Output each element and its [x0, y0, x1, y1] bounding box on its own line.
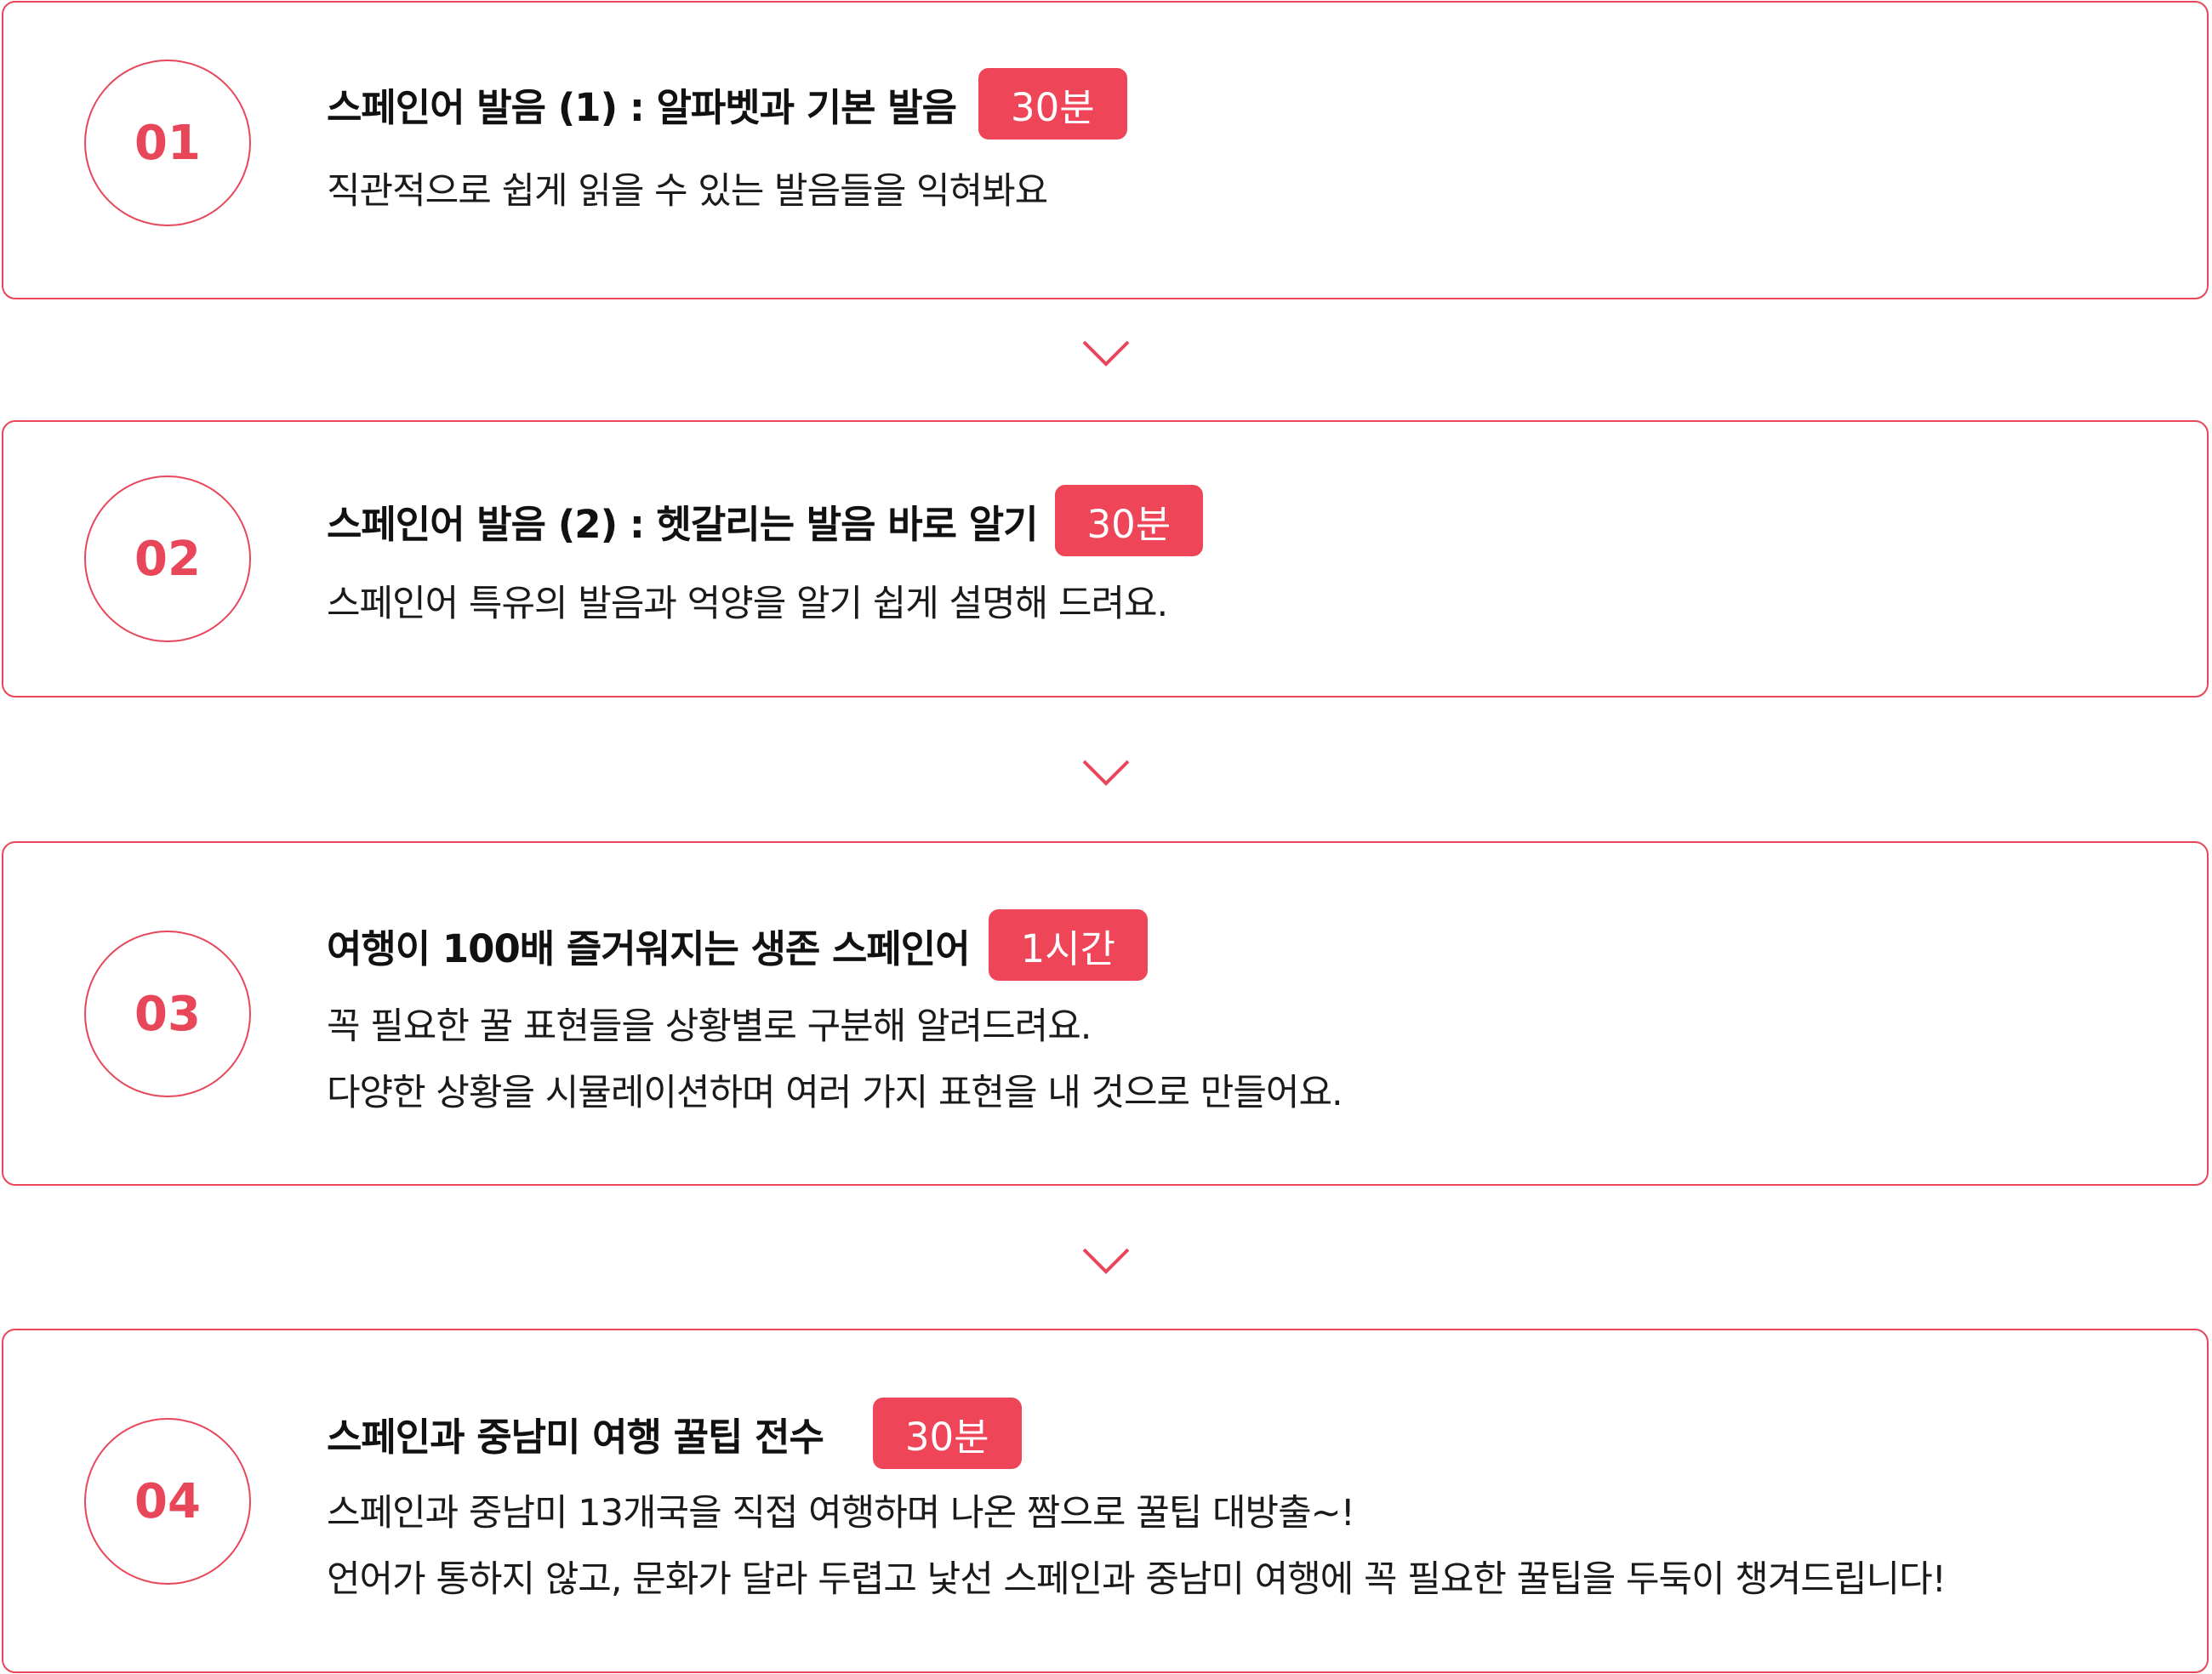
chevron-down-icon: [1082, 1248, 1130, 1274]
chevron-down-icon: [1082, 340, 1130, 367]
step-number-badge: 04: [84, 1418, 251, 1585]
step-title: 여행이 100배 즐거워지는 생존 스페인어: [327, 925, 971, 971]
step-title: 스페인어 발음 (1) : 알파벳과 기본 발음: [327, 84, 957, 130]
step-title: 스페인과 중남미 여행 꿀팁 전수: [327, 1414, 824, 1460]
step-card-3: 03 여행이 100배 즐거워지는 생존 스페인어 1시간 꼭 필요한 꿀 표현…: [2, 841, 2209, 1186]
description-line: 꼭 필요한 꿀 표현들을 상황별로 구분해 알려드려요.: [327, 1005, 1092, 1048]
description-line: 언어가 통하지 않고, 문화가 달라 두렵고 낯선 스페인과 중남미 여행에 꼭…: [327, 1558, 1947, 1601]
duration-badge: 30분: [978, 68, 1127, 140]
step-description: 스페인과 중남미 13개국을 직접 여행하며 나온 짬으로 꿀팁 대방출~! 언…: [327, 1480, 1947, 1613]
description-line: 다양한 상황을 시뮬레이션하며 여러 가지 표현을 내 것으로 만들어요.: [327, 1072, 1343, 1114]
step-number-badge: 02: [84, 475, 251, 642]
description-line: 스페인과 중남미 13개국을 직접 여행하며 나온 짬으로 꿀팁 대방출~!: [327, 1492, 1355, 1534]
step-number: 03: [134, 986, 201, 1042]
step-number: 02: [134, 531, 201, 587]
step-number: 01: [134, 115, 201, 171]
step-card-2: 02 스페인어 발음 (2) : 헷갈리는 발음 바로 알기 30분 스페인어 …: [2, 420, 2209, 698]
duration-badge: 30분: [872, 1398, 1022, 1469]
step-number-badge: 01: [84, 60, 251, 226]
step-description: 꼭 필요한 꿀 표현들을 상황별로 구분해 알려드려요. 다양한 상황을 시뮬레…: [327, 994, 1343, 1126]
step-title-row: 스페인어 발음 (1) : 알파벳과 기본 발음 30분: [327, 68, 1127, 140]
step-title-row: 스페인어 발음 (2) : 헷갈리는 발음 바로 알기 30분: [327, 485, 1204, 556]
step-description: 직관적으로 쉽게 읽을 수 있는 발음들을 익혀봐요: [327, 158, 1048, 225]
description-line: 직관적으로 쉽게 읽을 수 있는 발음들을 익혀봐요: [327, 170, 1048, 213]
step-title-row: 스페인과 중남미 여행 꿀팁 전수 30분: [327, 1398, 1022, 1469]
step-title: 스페인어 발음 (2) : 헷갈리는 발음 바로 알기: [327, 501, 1039, 547]
step-number: 04: [134, 1473, 201, 1529]
chevron-down-icon: [1082, 760, 1130, 786]
duration-badge: 30분: [1054, 485, 1204, 556]
step-card-1: 01 스페인어 발음 (1) : 알파벳과 기본 발음 30분 직관적으로 쉽게…: [2, 1, 2209, 299]
step-card-4: 04 스페인과 중남미 여행 꿀팁 전수 30분 스페인과 중남미 13개국을 …: [2, 1329, 2209, 1673]
step-description: 스페인어 특유의 발음과 억양을 알기 쉽게 설명해 드려요.: [327, 571, 1168, 637]
step-title-row: 여행이 100배 즐거워지는 생존 스페인어 1시간: [327, 909, 1149, 981]
duration-badge: 1시간: [988, 909, 1149, 981]
description-line: 스페인어 특유의 발음과 억양을 알기 쉽게 설명해 드려요.: [327, 583, 1168, 625]
step-number-badge: 03: [84, 931, 251, 1097]
